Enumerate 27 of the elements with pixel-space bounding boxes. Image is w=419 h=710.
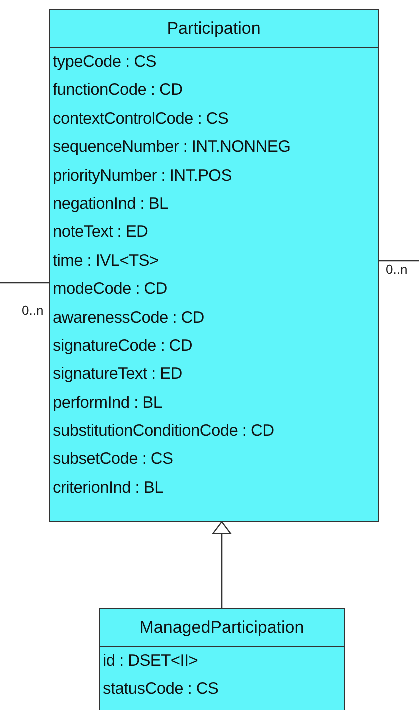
attribute-text: signatureCode : CD [52, 336, 194, 357]
attribute-text: subsetCode : CS [52, 449, 174, 470]
attribute-text: typeCode : CS [52, 52, 158, 73]
attribute-text: negationInd : BL [52, 194, 170, 215]
attribute-text: sequenceNumber : INT.NONNEG [52, 137, 292, 158]
attribute-text: substitutionConditionCode : CD [52, 421, 276, 442]
multiplicity-label: 0..n [22, 303, 44, 318]
class-name: Participation [50, 10, 378, 48]
attribute-text: performInd : BL [52, 392, 164, 414]
attribute-text: criterionInd : BL [52, 478, 164, 499]
association-line [379, 260, 419, 262]
class-name: ManagedParticipation [100, 609, 344, 647]
attribute-text: statusCode : CS [102, 679, 220, 700]
attribute-text: signatureText : ED [52, 364, 184, 386]
attribute-text: functionCode : CD [52, 80, 184, 102]
association-line [0, 282, 49, 284]
attribute-text: awarenessCode : CD [52, 308, 206, 329]
attribute-text: time : IVL<TS> [52, 250, 160, 272]
attribute-text: modeCode : CD [52, 279, 168, 300]
multiplicity-label: 0..n [386, 262, 408, 277]
generalization-arrow [212, 521, 232, 608]
class-box [99, 608, 345, 710]
attribute-text: id : DSET<II> [102, 651, 200, 672]
class-box [49, 9, 379, 522]
attribute-text: contextControlCode : CS [52, 108, 230, 130]
attribute-text: priorityNumber : INT.POS [52, 166, 233, 187]
attribute-text: noteText : ED [52, 222, 150, 244]
